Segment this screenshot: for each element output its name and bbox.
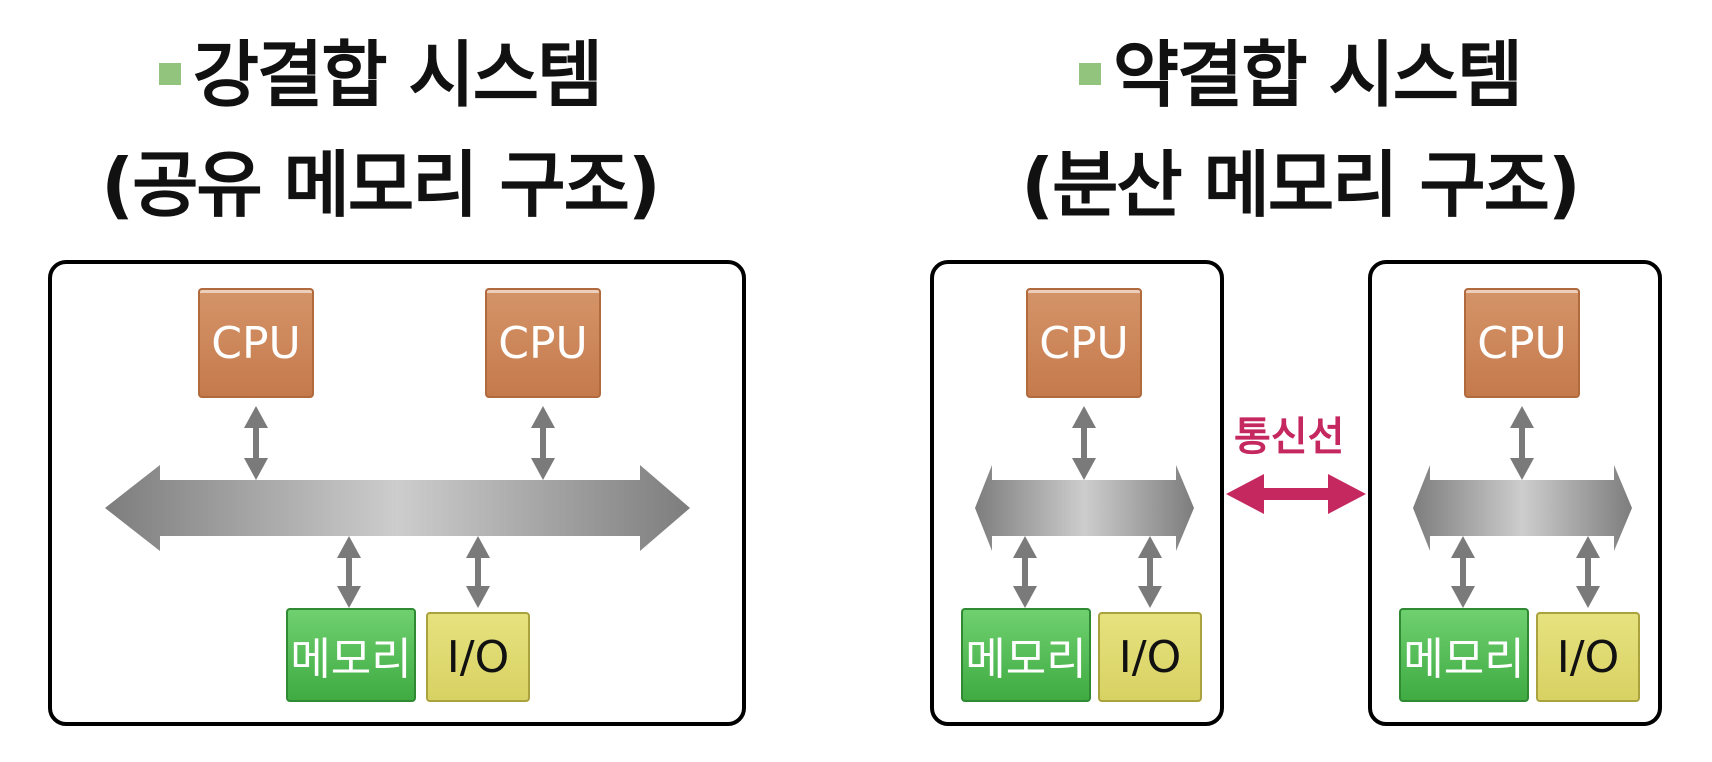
cpu-box: CPU <box>198 288 314 398</box>
bullet-icon <box>1078 63 1101 86</box>
connector-arrow <box>337 536 361 608</box>
cpu-box: CPU <box>1026 288 1142 398</box>
connector-arrow <box>1013 536 1037 608</box>
memory-box: 메모리 <box>286 608 416 702</box>
bullet-icon <box>158 63 181 86</box>
node2-bus-arrow <box>1413 465 1632 551</box>
io-box: I/O <box>1098 612 1202 702</box>
connector-arrow <box>244 406 268 480</box>
memory-box: 메모리 <box>961 608 1091 702</box>
connector-arrow <box>466 536 490 608</box>
connector-arrow <box>1451 536 1475 608</box>
connector-arrow <box>1072 406 1096 480</box>
connector-arrow <box>1138 536 1162 608</box>
communication-link-label: 통신선 <box>1234 414 1345 460</box>
left-heading: 강결합 시스템 (공유 메모리 구조) <box>20 20 740 240</box>
communication-link-arrow <box>1226 474 1366 514</box>
right-title-line2: (분산 메모리 구조) <box>1021 143 1581 227</box>
io-box: I/O <box>1536 612 1640 702</box>
right-heading: 약결합 시스템 (분산 메모리 구조) <box>940 20 1660 240</box>
memory-box: 메모리 <box>1399 608 1529 702</box>
left-title-line2: (공유 메모리 구조) <box>101 143 661 227</box>
connector-arrow <box>1576 536 1600 608</box>
shared-bus-arrow <box>105 465 690 551</box>
cpu-box: CPU <box>1464 288 1580 398</box>
cpu-box: CPU <box>485 288 601 398</box>
node1-bus-arrow <box>975 465 1194 551</box>
connector-arrow <box>1510 406 1534 480</box>
connector-arrow <box>531 406 555 480</box>
left-title-line1: 강결합 시스템 <box>20 20 740 130</box>
right-title-line1: 약결합 시스템 <box>940 20 1660 130</box>
io-box: I/O <box>426 612 530 702</box>
